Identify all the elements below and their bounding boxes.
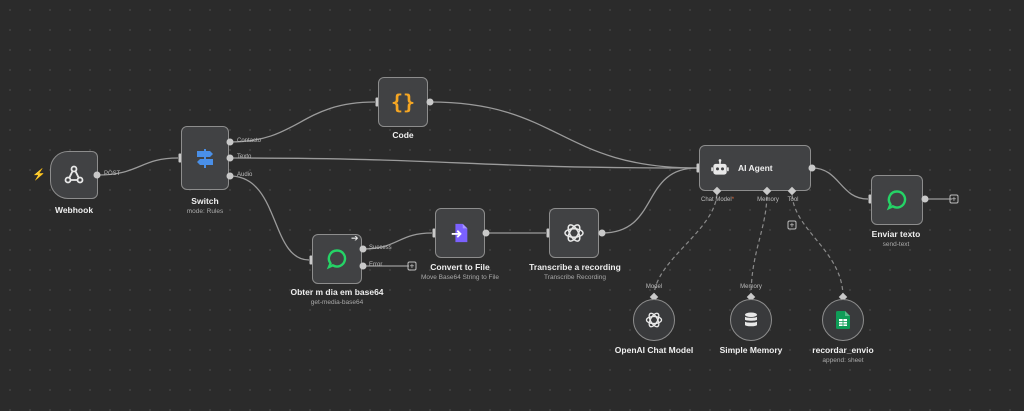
chat-bubble-icon <box>326 249 347 270</box>
transcribe-node[interactable] <box>549 208 599 258</box>
enviar-texto-node[interactable] <box>871 175 923 225</box>
enviar-output-port[interactable] <box>921 195 929 203</box>
simple-memory-node[interactable] <box>730 299 772 341</box>
obter-midia-subtitle: get-media-base64 <box>310 299 364 306</box>
switch-port-texto: Texto <box>237 154 252 160</box>
recordar-envio-node[interactable] <box>822 299 864 341</box>
edge-transcribe-agent <box>601 167 698 234</box>
openai-port-label: Model <box>645 284 663 290</box>
agent-input-port[interactable] <box>696 163 700 173</box>
webhook-node[interactable] <box>50 151 98 199</box>
code-input-port[interactable] <box>375 97 379 107</box>
transcribe-output-port[interactable] <box>598 229 606 237</box>
edge-switch-code <box>229 101 376 143</box>
webhook-output-port[interactable] <box>93 171 101 179</box>
edge-switch-agent <box>229 157 698 169</box>
recordar-envio-label: recordar_envio <box>812 345 874 355</box>
switch-port-audio: Audio <box>237 172 253 178</box>
openai-icon <box>564 224 584 242</box>
trigger-bolt-icon: ⚡ <box>32 169 46 181</box>
convert-to-file-node[interactable] <box>435 208 485 258</box>
openai-chat-model-label: OpenAI Chat Model <box>614 345 694 355</box>
webhook-icon <box>64 165 84 184</box>
switch-output-texto[interactable] <box>226 154 234 162</box>
obter-input-port[interactable] <box>309 255 313 265</box>
transcribe-label: Transcribe a recording <box>529 262 621 272</box>
transcribe-input-port[interactable] <box>546 228 550 238</box>
file-convert-icon <box>451 223 468 243</box>
add-tool-button[interactable]: + <box>787 220 797 230</box>
chat-bubble-icon <box>886 190 907 211</box>
enviar-texto-subtitle: send-text <box>882 241 910 248</box>
convert-input-port[interactable] <box>432 228 436 238</box>
add-after-error-button[interactable]: + <box>407 261 417 271</box>
agent-port-memory: Memory <box>757 197 779 203</box>
recordar-envio-subtitle: append: sheet <box>822 357 864 364</box>
required-mark: * <box>731 197 735 203</box>
webhook-port-label: POST <box>104 171 121 177</box>
obter-port-error: Error <box>369 262 383 268</box>
robot-icon <box>711 159 729 175</box>
obter-midia-node[interactable] <box>312 234 362 284</box>
obter-output-error[interactable] <box>359 262 367 270</box>
switch-output-audio[interactable] <box>226 172 234 180</box>
edge-memory-agent <box>750 191 768 298</box>
edge-code-agent <box>429 101 698 169</box>
simple-memory-label: Simple Memory <box>719 345 783 355</box>
switch-subtitle: mode: Rules <box>186 208 224 215</box>
switch-output-contacto[interactable] <box>226 138 234 146</box>
agent-port-tool: Tool <box>787 197 799 203</box>
obter-port-success: Success <box>369 245 392 251</box>
agent-output-port[interactable] <box>808 164 816 172</box>
enviar-texto-label: Enviar texto <box>871 229 921 239</box>
arrow-pointer-icon: ➔ <box>351 233 359 243</box>
code-output-port[interactable] <box>426 98 434 106</box>
signpost-icon <box>197 149 213 168</box>
convert-label: Convert to File <box>430 262 490 272</box>
obter-output-success[interactable] <box>359 245 367 253</box>
database-icon <box>745 312 757 327</box>
switch-input-port[interactable] <box>178 153 182 163</box>
edge-model-agent <box>653 191 718 298</box>
switch-node[interactable] <box>181 126 229 190</box>
openai-icon <box>645 312 663 328</box>
switch-label: Switch <box>191 196 219 206</box>
switch-port-contacto: Contacto <box>237 138 262 144</box>
code-braces-icon: {} <box>390 90 416 114</box>
ai-agent-label: AI Agent <box>738 163 773 173</box>
openai-chat-model-node[interactable] <box>633 299 675 341</box>
webhook-label: Webhook <box>54 205 94 215</box>
edge-agent-enviar <box>811 167 869 200</box>
transcribe-subtitle: Transcribe Recording <box>544 274 606 281</box>
add-after-enviar-button[interactable]: + <box>949 194 959 204</box>
convert-subtitle: Move Base64 String to File <box>420 274 500 281</box>
code-node[interactable]: {} <box>378 77 428 127</box>
edge-tool-agent <box>791 191 844 298</box>
enviar-input-port[interactable] <box>868 194 872 204</box>
convert-output-port[interactable] <box>482 229 490 237</box>
google-sheets-icon <box>836 311 850 329</box>
ai-agent-node[interactable]: AI Agent <box>699 145 811 191</box>
obter-midia-label: Obter m dia em base64 <box>290 287 384 297</box>
code-label: Code <box>392 130 414 140</box>
agent-port-chat-model: Chat Model* <box>701 197 734 203</box>
edge-switch-obter <box>229 175 310 261</box>
agent-port-chat-model-text: Chat Model <box>701 197 732 203</box>
memory-port-label: Memory <box>740 284 762 290</box>
